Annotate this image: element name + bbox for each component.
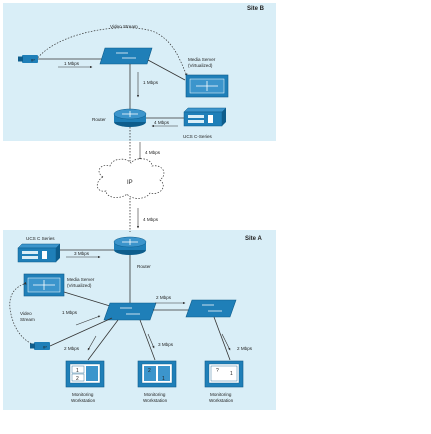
- site-b-title: Site B: [247, 6, 265, 12]
- site-b-media-server-icon: [185, 74, 229, 98]
- site-b-camera-bw: 1 Mbps: [64, 61, 80, 66]
- site-a-ws1-link: [87, 319, 119, 361]
- site-a-media-server-label-2: (Virtualized): [67, 283, 92, 288]
- site-b-ucs-label: UCS C-Series: [183, 134, 213, 139]
- site-b-router-label: Router: [92, 117, 106, 122]
- site-b-switch-router-bw: 1 Mbps: [143, 80, 159, 85]
- site-b-video-stream-path: [35, 27, 188, 77]
- site-a-router-label: Router: [137, 264, 151, 269]
- site-b-switch-icon: [99, 47, 153, 65]
- site-a-ws3-bw-arrow: [221, 333, 231, 351]
- workstation-1-tile-2: 2: [76, 376, 79, 382]
- workstation-1-tile-1: 1: [76, 368, 79, 374]
- site-a-ws3-link: [213, 316, 231, 361]
- site-a-router-icon: [113, 236, 147, 255]
- site-a-video-stream-label-2: Stream: [20, 317, 35, 322]
- site-a-ucs-router-bw: 3 Mbps: [74, 251, 90, 256]
- site-a-switch-switch-bw: 2 Mbps: [156, 295, 172, 300]
- site-a-wan-bw: 4 Mbps: [143, 217, 159, 222]
- ip-cloud-icon: [97, 158, 165, 199]
- site-a-ws1-bw-arrow: [87, 335, 97, 351]
- site-a-video-stream-label-1: Video: [20, 311, 32, 316]
- workstation-1-icon: [65, 360, 105, 388]
- workstation-3-label-2: Workstation: [209, 398, 234, 403]
- workstation-1-label-1: Monitoring: [72, 392, 94, 397]
- site-b-camera-icon: IP: [18, 55, 38, 63]
- site-a-video-stream-path: [9, 281, 33, 345]
- site-b-media-server-label-2: (Virtualized): [188, 63, 213, 68]
- site-b-media-server-label-1: Media Server: [188, 57, 216, 62]
- workstation-2-tile-1: 2: [148, 368, 151, 374]
- site-a-ws1-bw: 2 Mbps: [64, 346, 80, 351]
- svg-text:IP: IP: [43, 345, 47, 350]
- site-a-ucs-icon: [17, 243, 61, 263]
- workstation-2-icon: [137, 360, 177, 388]
- site-a-media-server-icon: [23, 273, 65, 297]
- site-b-switch-media-link: [147, 59, 186, 81]
- ip-cloud-label: IP: [127, 180, 133, 186]
- workstation-3-tile-2: 1: [230, 371, 233, 377]
- site-a-camera-link: [49, 317, 113, 347]
- workstation-2-label-2: Workstation: [143, 398, 168, 403]
- workstation-3-label-1: Monitoring: [210, 392, 232, 397]
- site-a-switch-2-icon: [185, 299, 237, 318]
- site-b-ucs-icon: [183, 107, 227, 127]
- site-b-wan-bw: 4 Mbps: [145, 150, 161, 155]
- site-a-camera-switch-bw: 1 Mbps: [62, 310, 78, 315]
- workstation-3-icon: [204, 360, 244, 388]
- svg-text:IP: IP: [31, 58, 35, 63]
- site-a-ws2-link: [139, 319, 156, 361]
- site-a-ws2-bw-arrow: [147, 333, 155, 349]
- site-a-ws2-bw: 3 Mbps: [158, 342, 174, 347]
- workstation-3-tile-1: ?: [216, 368, 219, 374]
- workstation-1-label-2: Workstation: [71, 398, 96, 403]
- workstation-2-label-1: Monitoring: [144, 392, 166, 397]
- site-a-camera-icon: IP: [30, 342, 50, 350]
- workstation-2-tile-2: 1: [162, 376, 165, 382]
- site-a-ws3-bw: 2 Mbps: [237, 346, 253, 351]
- site-a-switch-1-icon: [103, 302, 157, 321]
- site-b-router-ucs-bw: 4 Mbps: [154, 120, 170, 125]
- site-a-media-switch-link: [63, 291, 111, 307]
- site-a-ucs-label: UCS C Series: [26, 236, 55, 241]
- site-b-video-stream-label: Video Stream: [110, 24, 138, 29]
- site-a-title: Site A: [245, 236, 262, 242]
- site-a-camera-bw-arrow: [75, 315, 101, 326]
- site-b-router-icon: [113, 108, 147, 127]
- site-a-media-server-label-1: Media Server: [67, 277, 95, 282]
